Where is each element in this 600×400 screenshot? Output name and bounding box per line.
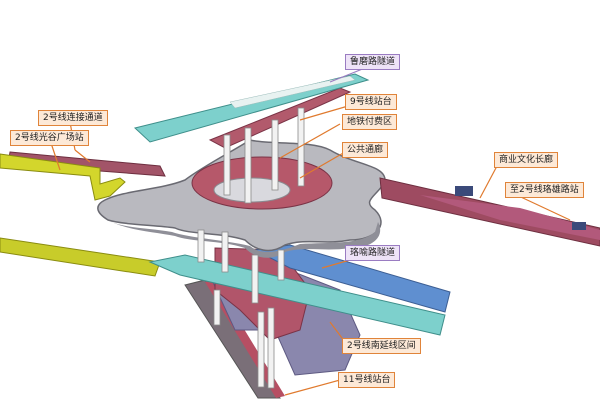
label-line9-platform: 9号线站台	[345, 94, 397, 110]
line11-track	[184, 279, 281, 399]
label-public-corridor: 公共通廊	[342, 142, 389, 158]
line2-guanggu-yellow	[0, 153, 126, 201]
line2-lower-yellow	[0, 237, 161, 277]
label-line11-platform: 11号线站台	[338, 372, 396, 388]
line2-tower-corridor	[420, 195, 600, 240]
label-line2-south-extension: 2号线南延线区间	[342, 338, 421, 354]
central-atrium	[213, 177, 291, 203]
entrance-box-1	[455, 186, 473, 196]
label-line2-tower-road-station: 至2号线珞雄路站	[505, 182, 584, 198]
label-line2-guanggu-station: 2号线光谷广场站	[10, 130, 89, 146]
support-columns	[197, 107, 305, 389]
label-line2-link-tunnel: 2号线连接通道	[38, 110, 108, 126]
label-luoyu-tunnel: 珞喻路隧道	[345, 245, 401, 261]
label-metro-concourse: 地铁付费区	[342, 114, 398, 130]
luoyu-tunnel-body	[148, 254, 446, 336]
concourse-platform-shadow	[108, 220, 381, 258]
label-lulei-tunnel: 鲁磨路隧道	[345, 54, 401, 70]
label-commercial-corridor: 商业文化长廊	[494, 152, 559, 168]
entrance-box-2	[572, 222, 586, 230]
lumo-tunnel-top	[229, 75, 356, 109]
